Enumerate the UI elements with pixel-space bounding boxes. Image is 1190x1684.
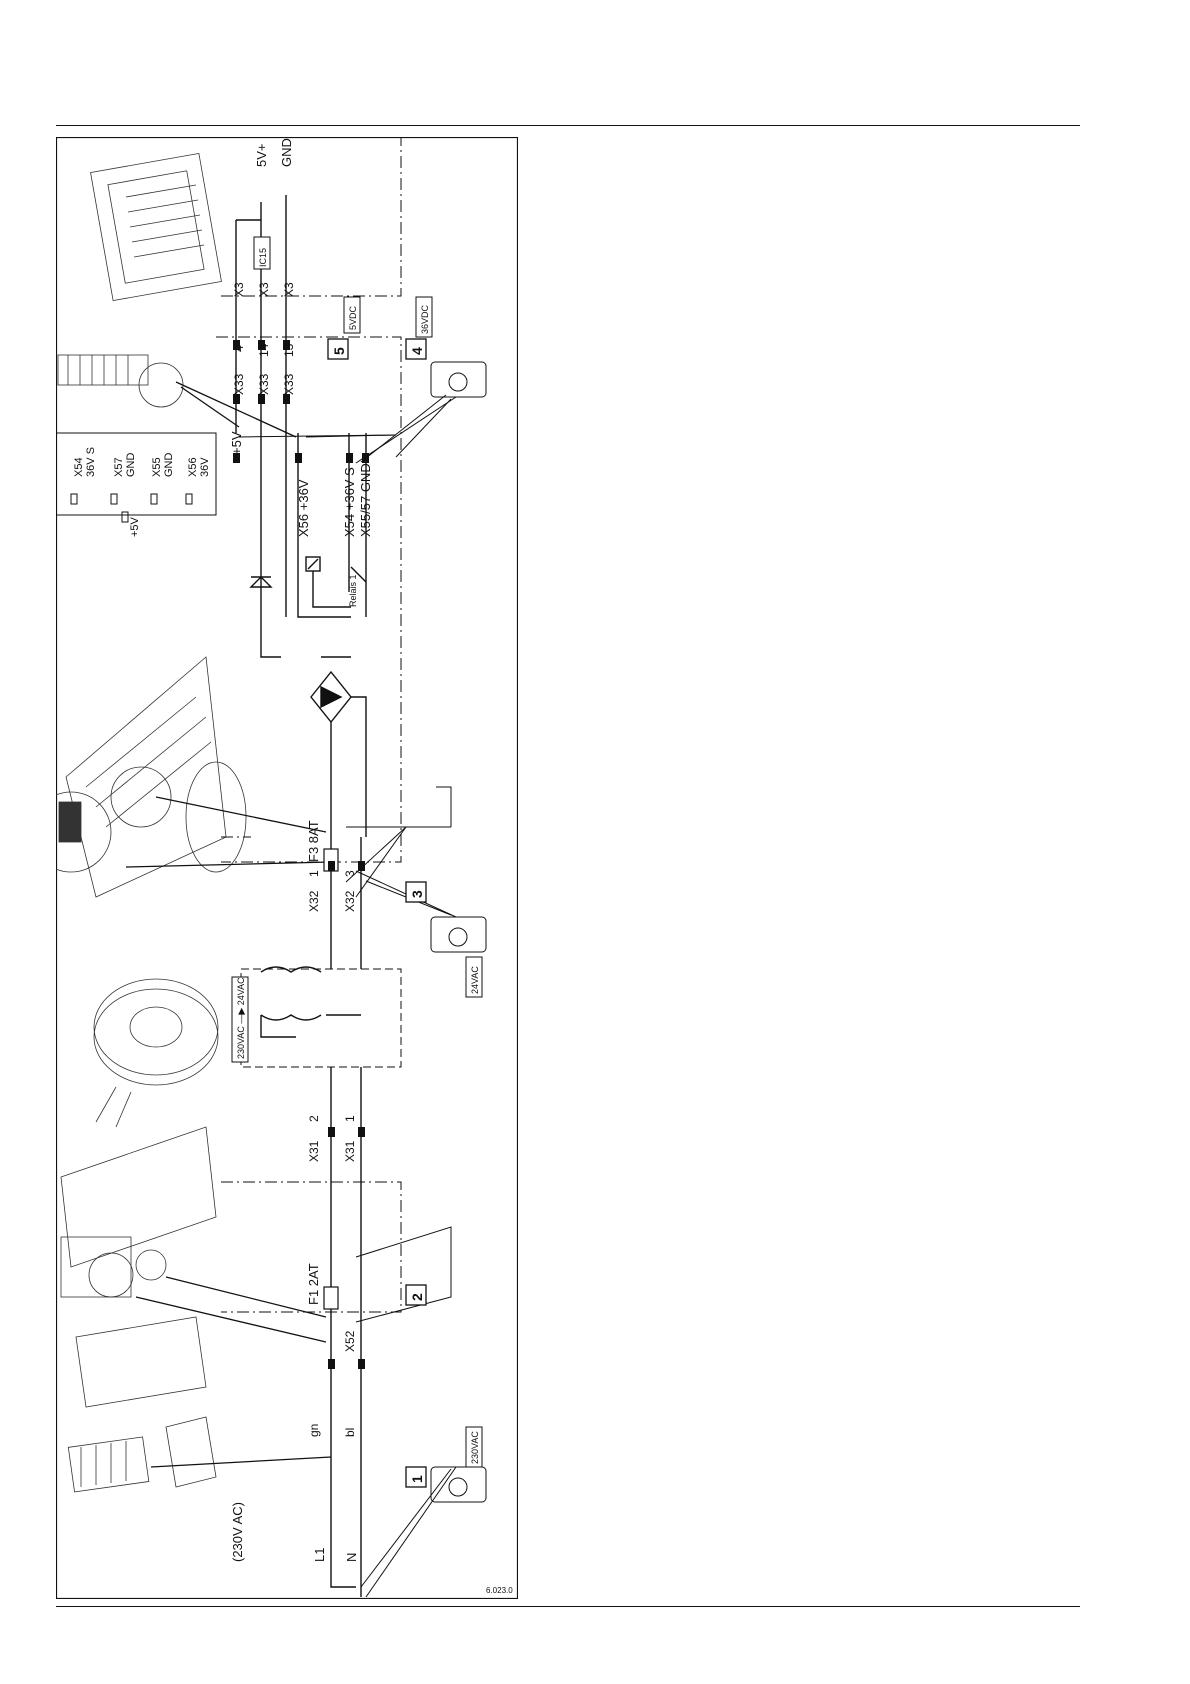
x33-pin4: 4 <box>232 345 246 352</box>
toroid-transformer-illustration <box>94 979 218 1127</box>
x54-terminal-label: X54 +36V S <box>342 467 357 537</box>
connector-strip-illustration <box>58 355 183 407</box>
n-label: N <box>344 1553 359 1562</box>
x3-label-2: X3 <box>257 282 271 297</box>
relay-label: Relais 1 <box>348 574 358 607</box>
callout-leaders <box>126 382 331 1467</box>
terminal-block-illustration <box>68 1417 216 1492</box>
x32-label-1: X32 <box>307 890 321 912</box>
x31-pin1: 1 <box>343 1115 357 1122</box>
bottom-rule <box>56 1606 1080 1607</box>
legend-x55-label: X55 <box>151 457 163 477</box>
legend-x56-sub: 36V <box>199 457 211 477</box>
plus5v-label: +5V <box>229 431 244 455</box>
x31-pin2: 2 <box>307 1115 321 1122</box>
legend-x56-label: X56 <box>187 457 199 477</box>
multimeter-4-icon <box>431 362 486 397</box>
top-rule <box>56 125 1080 126</box>
legend-x55-sub: GND <box>163 453 175 478</box>
mains-board-illustration <box>61 1127 216 1407</box>
fuse-f1 <box>324 1287 338 1309</box>
x3-label-3: X3 <box>282 282 296 297</box>
figure-id: 6.023.0 <box>486 1586 513 1595</box>
wiring-diagram: X54 36V S X57 GND X55 GND X56 36V +5V <box>56 137 518 1599</box>
board-boundaries <box>216 137 401 1312</box>
x33-label-1: X33 <box>232 373 246 395</box>
x52-label: X52 <box>343 1330 357 1352</box>
reading-24vac: 24VAC <box>470 966 480 994</box>
reading-230vac: 230VAC <box>470 1431 480 1464</box>
x33-label-3: X33 <box>282 373 296 395</box>
board-illustration-top <box>91 153 222 300</box>
multimeter-3-icon <box>431 917 486 952</box>
f1-label: F1 2AT <box>306 1263 321 1305</box>
x33-pin13: 13 <box>282 343 296 357</box>
transformer-label: 230VAC —▶ 24VAC <box>236 977 246 1059</box>
legend-plus5-label: +5V <box>129 516 141 537</box>
x31-label-2: X31 <box>343 1140 357 1162</box>
x56-terminal-label: X56 +36V <box>296 479 311 537</box>
reading-36vdc: 36VDC <box>420 304 430 334</box>
ic15-label: IC15 <box>258 248 268 267</box>
output-5v-label: 5V+ <box>254 144 269 168</box>
step-5-label: 5 <box>331 347 347 355</box>
legend-x54-sub: 36V S <box>85 447 97 477</box>
step-2-label: 2 <box>409 1293 425 1301</box>
x32-pin3: 3 <box>343 870 357 877</box>
supply-label: (230V AC) <box>230 1502 245 1562</box>
x32-label-2: X32 <box>343 890 357 912</box>
legend-box: X54 36V S X57 GND X55 GND X56 36V +5V <box>56 433 216 537</box>
legend-x57-label: X57 <box>113 457 125 477</box>
step-1-label: 1 <box>409 1475 425 1483</box>
power-board-illustration <box>56 657 246 897</box>
x31-label-1: X31 <box>307 1140 321 1162</box>
x33-pin14: 14 <box>257 343 271 357</box>
wire-bl-label: bl <box>343 1428 357 1437</box>
step-3-label: 3 <box>409 890 425 898</box>
f3-label: F3 8AT <box>306 820 321 862</box>
output-gnd-label: GND <box>279 138 294 167</box>
x33-label-2: X33 <box>257 373 271 395</box>
l1-label: L1 <box>312 1548 327 1562</box>
x32-pin1: 1 <box>307 870 321 877</box>
x5557-terminal-label: X55/57 GND <box>358 463 373 537</box>
wire-gn-label: gn <box>307 1424 321 1437</box>
x3-label-1: X3 <box>232 282 246 297</box>
legend-x57-sub: GND <box>125 453 137 478</box>
step-4-label: 4 <box>409 347 425 355</box>
legend-x54-label: X54 <box>73 457 85 477</box>
reading-5vdc: 5VDC <box>348 305 358 330</box>
